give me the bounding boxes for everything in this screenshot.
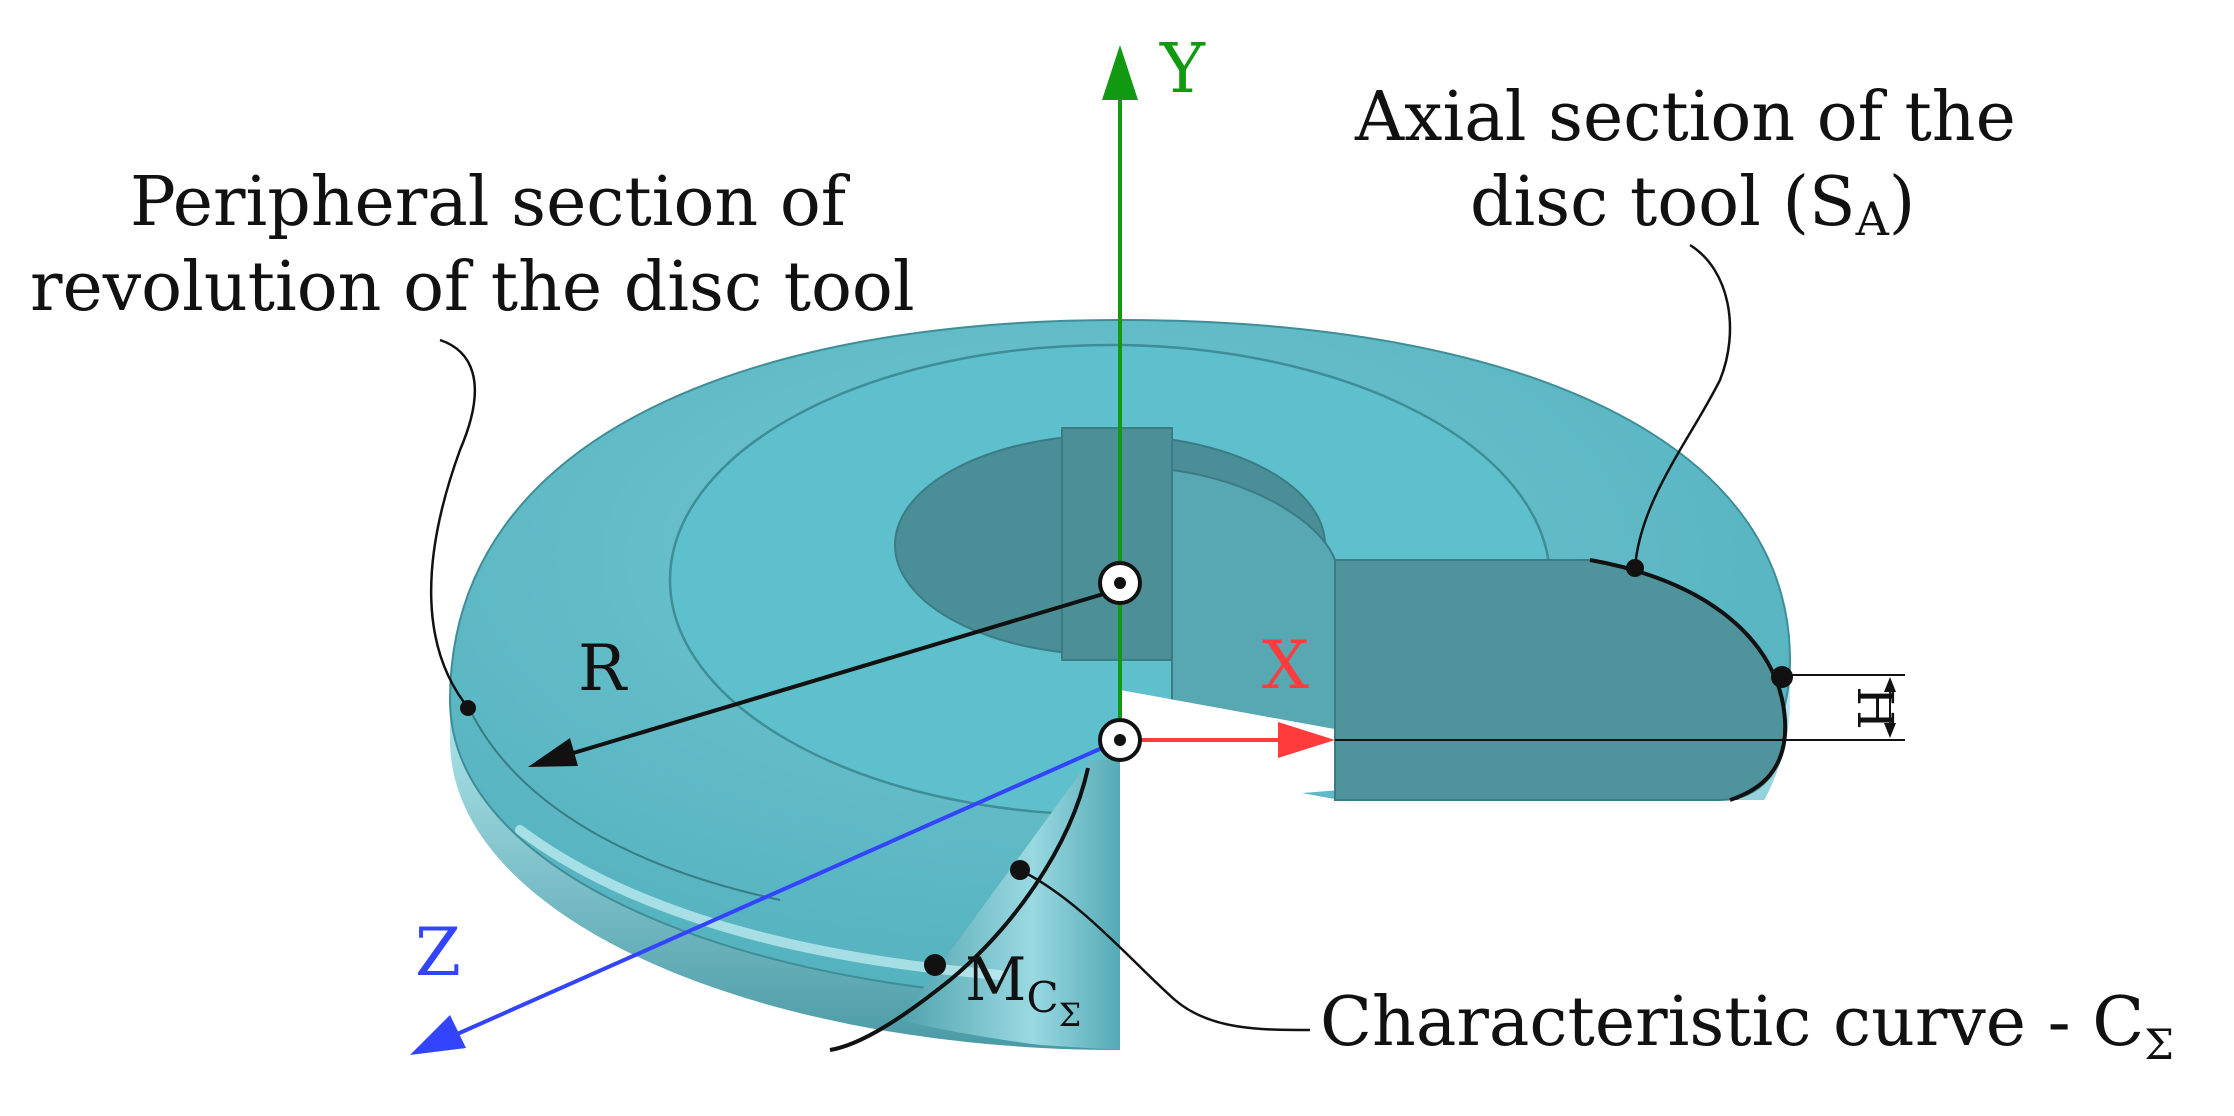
characteristic-label-sub: Σ bbox=[2144, 1020, 2174, 1069]
cutaway-front-quadrant bbox=[1120, 760, 1800, 1070]
m-point-label-main: M bbox=[965, 945, 1026, 1015]
hub-cut-face bbox=[1061, 427, 1173, 661]
y-axis-arrowhead bbox=[1102, 45, 1138, 100]
points bbox=[460, 559, 1793, 976]
z-axis-line bbox=[454, 738, 1121, 1037]
hub-center-marker-dot bbox=[1114, 577, 1126, 589]
z-axis-arrowhead bbox=[410, 1015, 466, 1055]
peripheral-label-line2: revolution of the disc tool bbox=[30, 248, 915, 327]
axial-label-close: ) bbox=[1889, 163, 1916, 242]
y-axis-label: Y bbox=[1159, 30, 1206, 109]
peripheral-label-line1: Peripheral section of bbox=[130, 163, 851, 242]
axial-label-text: disc tool (S bbox=[1470, 163, 1856, 242]
peripheral-section-curve bbox=[469, 709, 781, 901]
characteristic-point bbox=[1010, 860, 1030, 880]
characteristic-label: Characteristic curve - CΣ bbox=[1320, 983, 2174, 1069]
peripheral-leader bbox=[429, 338, 477, 711]
disc-tool bbox=[448, 318, 1800, 1070]
axes bbox=[410, 45, 1335, 1055]
axial-point bbox=[1626, 559, 1644, 577]
height-arrow-down bbox=[1884, 723, 1896, 738]
z-axis-label: Z bbox=[415, 914, 461, 991]
axial-section-profile bbox=[1589, 558, 1788, 802]
x-axis-label: X bbox=[1262, 627, 1309, 704]
axial-label-line2: disc tool (SA) bbox=[1470, 163, 1915, 246]
radius-arrowhead bbox=[528, 738, 578, 767]
height-label: H bbox=[1846, 686, 1904, 730]
axial-label-sub: A bbox=[1855, 192, 1890, 246]
height-arrow-up bbox=[1884, 677, 1896, 692]
characteristic-label-text: Characteristic curve - C bbox=[1320, 983, 2144, 1062]
curves bbox=[429, 243, 1905, 1052]
m-point-label-sub: C bbox=[1026, 973, 1058, 1022]
radius-label: R bbox=[578, 632, 628, 706]
m-point bbox=[924, 954, 946, 976]
characteristic-curve bbox=[829, 767, 1090, 1052]
m-point-label: MCΣ bbox=[965, 945, 1081, 1034]
axial-leader bbox=[1633, 243, 1732, 569]
labels: Peripheral section of revolution of the … bbox=[30, 30, 2174, 1069]
characteristic-leader bbox=[1019, 868, 1311, 1032]
radius-line bbox=[559, 590, 1111, 759]
section-extreme-point bbox=[1771, 666, 1793, 688]
axial-label-line1: Axial section of the bbox=[1354, 78, 2016, 157]
m-point-label-subsub: Σ bbox=[1059, 996, 1082, 1034]
peripheral-point bbox=[460, 700, 476, 716]
x-axis-arrowhead bbox=[1278, 722, 1335, 758]
origin-marker-dot bbox=[1114, 734, 1126, 746]
